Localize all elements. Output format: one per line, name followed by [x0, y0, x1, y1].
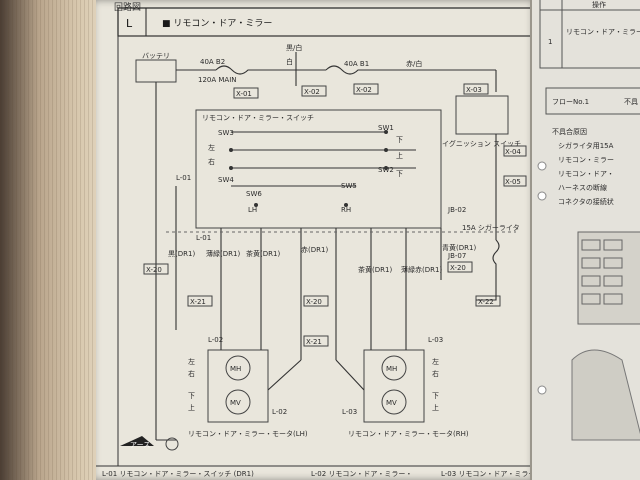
- junction-ref: JB-02: [447, 206, 466, 214]
- direction-label: 左: [188, 357, 195, 366]
- connector-ref: L-03: [428, 336, 443, 344]
- switch-term: RH: [341, 206, 351, 214]
- switch-term: LH: [248, 206, 257, 214]
- connector-ref: L-03: [342, 408, 357, 416]
- footer-connector-l02: L-02 リモコン・ドア・ミラー・: [311, 470, 412, 478]
- flow-label: フローNo.1: [552, 98, 589, 106]
- door-illustration: [571, 349, 640, 441]
- right-page: 操作 1 リモコン・ドア・ミラーとを確認する フローNo.1 不具 不具合原因 …: [530, 0, 640, 480]
- switch-term: SW3: [218, 129, 234, 137]
- connector-ref: L-02: [272, 408, 287, 416]
- connector-ref: L-01: [196, 234, 211, 242]
- wiring-diagram: L ■ リモコン・ドア・ミラー バッテリ 40A B2 120A MAIN 黒/…: [96, 7, 536, 478]
- connector: X-20: [306, 298, 322, 306]
- fuse-box-illustration: [577, 231, 640, 325]
- wire-label: 青黄(DR1): [442, 243, 476, 252]
- wire-label: 黒(DR1): [168, 250, 195, 258]
- connector: X-20: [146, 266, 162, 274]
- direction-label: 下: [188, 392, 195, 400]
- wire-label: 白: [286, 57, 293, 66]
- connector: X-20: [450, 264, 466, 272]
- connector: X-05: [505, 178, 521, 186]
- wire-label: 薄緑(DR1): [206, 249, 240, 258]
- switch-term: SW4: [218, 176, 234, 184]
- motor-rh-label: リモコン・ドア・ミラー・モータ(RH): [348, 429, 469, 438]
- motor-label: MV: [386, 399, 397, 407]
- manual-page: 回路図 L ■ リモコン・ドア・ミラー バッテリ 40A B2 120A MAI…: [96, 0, 536, 480]
- connector: X-21: [306, 338, 322, 346]
- direction-label: 左: [208, 143, 215, 152]
- wire-label: 赤(DR1): [301, 246, 328, 254]
- battery-label: バッテリ: [142, 52, 170, 60]
- connector: X-02: [304, 88, 320, 96]
- motor-label: MH: [386, 365, 397, 373]
- connector: X-02: [356, 86, 372, 94]
- step-number: 1: [548, 38, 552, 46]
- col-header: 操作: [592, 0, 606, 9]
- switch-title: リモコン・ドア・ミラー・スイッチ: [202, 114, 314, 122]
- cause-item: リモコン・ミラー: [558, 156, 614, 164]
- wire-label: 薄緑赤(DR1): [401, 265, 442, 274]
- step-text: リモコン・ドア・ミラーとを確認する: [566, 27, 640, 36]
- flow-label-2: 不具: [624, 98, 638, 106]
- earth-label: アース: [130, 441, 150, 449]
- book-edge: [0, 0, 112, 480]
- direction-label: 下: [396, 136, 403, 144]
- wire-label: 黒/白: [286, 43, 302, 52]
- connector: X-03: [466, 86, 482, 94]
- cause-item: リモコン・ドア・: [558, 170, 614, 178]
- direction-label: 上: [188, 403, 195, 412]
- direction-label: 右: [432, 369, 439, 378]
- direction-label: 上: [432, 403, 439, 412]
- wire-label: 茶黄(DR1): [246, 249, 280, 258]
- motor-label: MH: [230, 365, 241, 373]
- cause-item: シガライタ用15A: [558, 141, 614, 150]
- mirror-switch-box: [195, 109, 442, 229]
- connector-ref: L-02: [208, 336, 223, 344]
- direction-label: 上: [396, 151, 403, 160]
- battery-icon: [135, 59, 177, 83]
- ignition-switch: [455, 95, 509, 135]
- direction-label: 右: [188, 369, 195, 378]
- connector-ref: L-01: [176, 174, 191, 182]
- direction-label: 下: [396, 170, 403, 178]
- footer-connector-l03: L-03 リモコン・ドア・ミラー・: [441, 470, 536, 478]
- cigar-fuse: 15A シガーライタ: [462, 223, 520, 232]
- direction-label: 下: [432, 392, 439, 400]
- cause-item: ハーネスの断線: [558, 183, 607, 192]
- motor-label: MV: [230, 399, 241, 407]
- section-letter: L: [126, 17, 133, 30]
- switch-term: SW6: [246, 190, 262, 198]
- wire-label: 赤/白: [406, 59, 422, 68]
- mirror-motor-lh: [207, 349, 269, 423]
- direction-label: 左: [432, 357, 439, 366]
- switch-term: SW2: [378, 166, 394, 174]
- fuse-40a-b2: 40A B2: [200, 58, 225, 66]
- connector: X-04: [505, 148, 521, 156]
- wire-label: 茶黄(DR1): [358, 265, 392, 274]
- direction-label: 右: [208, 157, 215, 166]
- junction-ref: JB-07: [447, 252, 466, 260]
- motor-lh-label: リモコン・ドア・ミラー・モータ(LH): [188, 429, 308, 438]
- cause-title: 不具合原因: [552, 127, 587, 136]
- cause-item: コネクタの接続状: [558, 197, 614, 206]
- mirror-motor-rh: [363, 349, 425, 423]
- connector: X-22: [478, 298, 494, 306]
- footer-connector-l01: L-01 リモコン・ドア・ミラー・スイッチ (DR1): [102, 470, 254, 478]
- fuse-120a-main: 120A MAIN: [198, 76, 237, 84]
- switch-term: SW1: [378, 124, 394, 132]
- connector: X-01: [236, 90, 252, 98]
- section-title: ■ リモコン・ドア・ミラー: [162, 18, 272, 29]
- fuse-40a-b1: 40A B1: [344, 60, 369, 68]
- ignition-label: イグニッション スイッチ: [442, 139, 521, 148]
- switch-term: SW5: [341, 182, 357, 190]
- connector: X-21: [190, 298, 206, 306]
